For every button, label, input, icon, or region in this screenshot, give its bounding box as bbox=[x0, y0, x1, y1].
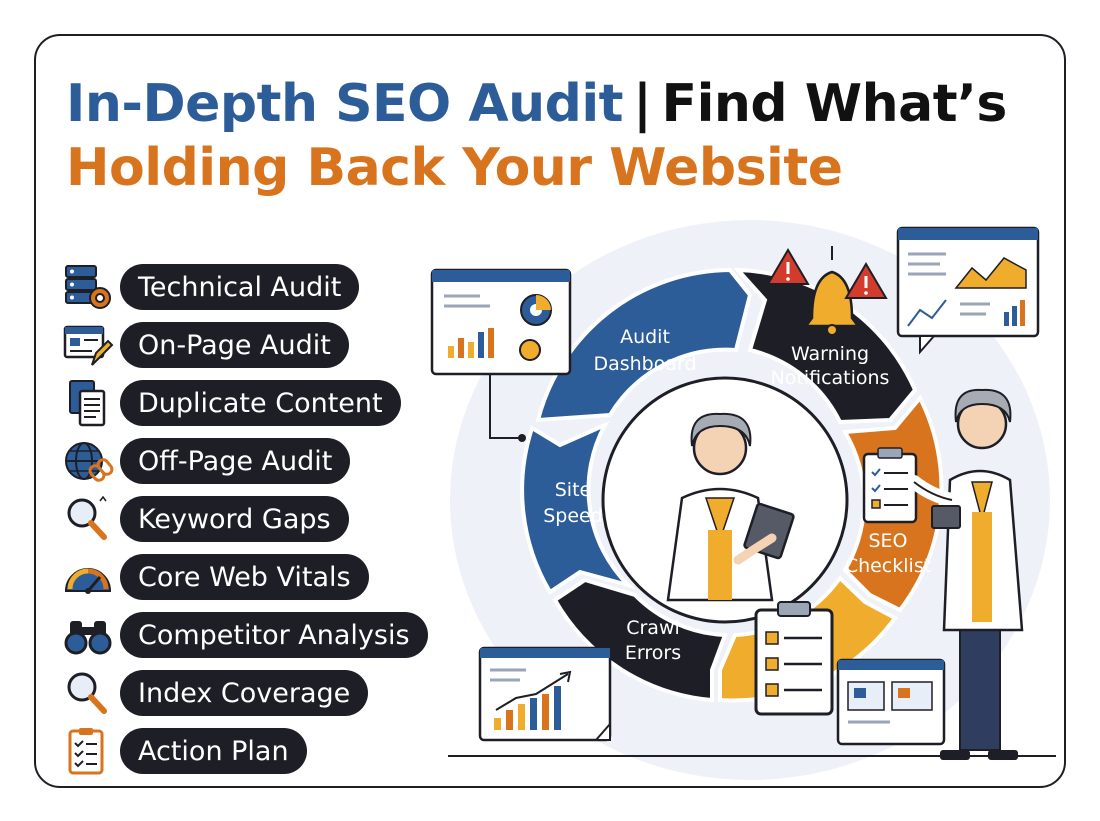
warning-triangle-icon bbox=[844, 262, 888, 299]
warning-bell-icon bbox=[803, 246, 861, 336]
clipboard-checklist-icon bbox=[60, 726, 116, 776]
label-checklist: Checklist bbox=[845, 555, 931, 577]
title-separator: | bbox=[633, 74, 652, 134]
audit-cycle-diagram: Audit Dashboard Warning Notifications SE… bbox=[430, 220, 1056, 780]
page-title: In-Depth SEO Audit|Find What’s Holding B… bbox=[66, 72, 1007, 200]
report-window-icon bbox=[836, 658, 946, 746]
checklist-clipboard-icon bbox=[862, 447, 918, 524]
analytics-window-icon bbox=[896, 226, 1040, 355]
label-seo: SEO bbox=[868, 530, 907, 552]
feature-item-keyword-gaps: Keyword Gaps bbox=[60, 494, 349, 544]
feature-item-duplicate-content: Duplicate Content bbox=[60, 378, 401, 428]
scientist-with-tablet-figure bbox=[666, 412, 795, 602]
magnifier-icon bbox=[60, 494, 116, 544]
label-errors: Errors bbox=[625, 642, 681, 664]
feature-label: Keyword Gaps bbox=[120, 496, 349, 542]
segment-crawl-errors bbox=[552, 577, 728, 703]
label-crawl: Crawl bbox=[626, 617, 680, 639]
segment-site-speed bbox=[520, 420, 635, 595]
feature-label: Technical Audit bbox=[120, 264, 360, 310]
feature-label: Index Coverage bbox=[120, 670, 369, 716]
scientist-pointing-figure bbox=[907, 388, 1024, 760]
label-site: Site bbox=[555, 479, 591, 501]
title-line-2: Holding Back Your Website bbox=[66, 138, 843, 198]
globe-link-icon bbox=[60, 436, 116, 486]
feature-item-off-page-audit: Off-Page Audit bbox=[60, 436, 351, 486]
feature-item-index-coverage: Index Coverage bbox=[60, 668, 369, 718]
feature-item-core-web-vitals: Core Web Vitals bbox=[60, 552, 369, 602]
speedometer-icon bbox=[60, 552, 116, 602]
feature-item-competitor-analysis: Competitor Analysis bbox=[60, 610, 428, 660]
warning-triangle-icon bbox=[766, 248, 810, 285]
dashboard-window-icon bbox=[430, 268, 572, 376]
label-dashboard: Dashboard bbox=[593, 353, 696, 375]
label-warning: Warning bbox=[791, 343, 869, 365]
feature-label: Core Web Vitals bbox=[120, 554, 369, 600]
feature-label: Action Plan bbox=[120, 728, 307, 774]
label-speed: Speed bbox=[543, 505, 603, 527]
feature-label: Duplicate Content bbox=[120, 380, 401, 426]
title-part-2: Find What’s bbox=[661, 74, 1008, 134]
feature-item-on-page-audit: On-Page Audit bbox=[60, 320, 349, 370]
feature-label: Off-Page Audit bbox=[120, 438, 351, 484]
feature-label: On-Page Audit bbox=[120, 322, 349, 368]
magnifier-icon bbox=[60, 668, 116, 718]
webpage-pencil-icon bbox=[60, 320, 116, 370]
label-notifications: Notifications bbox=[771, 367, 890, 389]
duplicate-documents-icon bbox=[60, 378, 116, 428]
feature-label: Competitor Analysis bbox=[120, 612, 428, 658]
binoculars-icon bbox=[60, 610, 116, 660]
label-audit: Audit bbox=[620, 326, 670, 348]
title-part-1: In-Depth SEO Audit bbox=[66, 74, 624, 134]
feature-item-technical-audit: Technical Audit bbox=[60, 262, 360, 312]
server-gear-icon bbox=[60, 262, 116, 312]
feature-item-action-plan: Action Plan bbox=[60, 726, 307, 776]
audit-clipboard-icon bbox=[754, 601, 834, 716]
growth-chart-window-icon bbox=[478, 646, 612, 742]
